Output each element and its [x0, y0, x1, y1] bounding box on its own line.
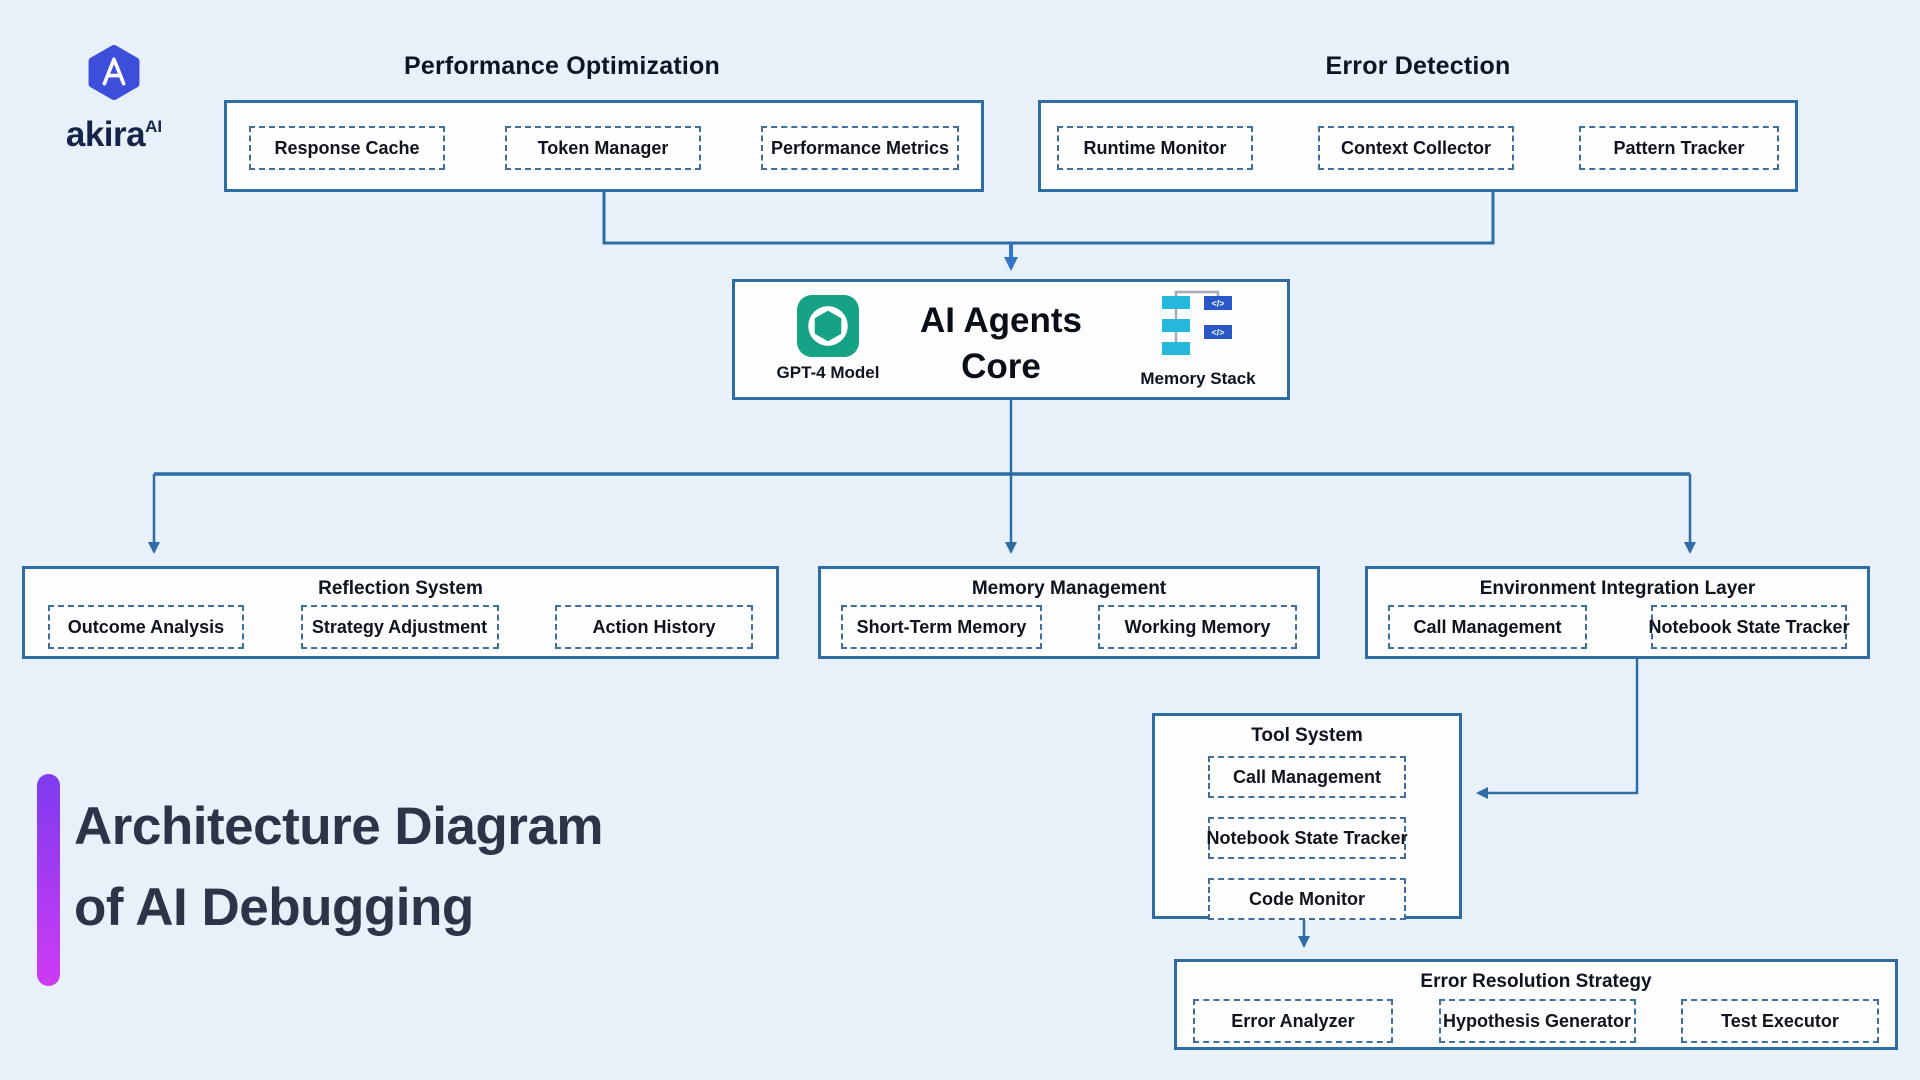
page-title-line1: Architecture Diagram [74, 797, 604, 856]
reflection-system-title: Reflection System [318, 578, 483, 599]
memory-management-title: Memory Management [971, 578, 1167, 599]
openai-knot-icon [797, 295, 859, 357]
environment-layer-title: Environment Integration Layer [1479, 578, 1756, 599]
page-title: Architecture Diagram of AI Debugging [74, 786, 604, 948]
tool-system-title: Tool System [1251, 725, 1363, 746]
headline-accent-bar [37, 774, 60, 986]
node-short-term-memory: Short-Term Memory [841, 605, 1042, 649]
node-call-management-env: Call Management [1388, 605, 1587, 649]
gpt-model-label: GPT-4 Model [776, 363, 880, 382]
heading-error-detection: Error Detection [1325, 52, 1511, 80]
group-reflection-system: Reflection System Outcome Analysis Strat… [22, 566, 779, 659]
heading-performance-optimization: Performance Optimization [404, 52, 720, 80]
node-response-cache: Response Cache [249, 126, 445, 170]
gpt-model-block: GPT-4 Model [763, 295, 893, 383]
group-error-resolution-strategy: Error Resolution Strategy Error Analyzer… [1174, 959, 1898, 1050]
node-token-manager: Token Manager [505, 126, 701, 170]
error-resolution-title: Error Resolution Strategy [1420, 971, 1652, 992]
node-strategy-adjustment: Strategy Adjustment [300, 605, 499, 649]
code-glyph-top: </> [1211, 299, 1224, 309]
node-call-management-tool: Call Management [1208, 756, 1406, 798]
node-runtime-monitor: Runtime Monitor [1057, 126, 1253, 170]
node-notebook-state-tracker-env: Notebook State Tracker [1648, 605, 1850, 649]
brand-logo: akiraAI [44, 44, 184, 152]
memory-stack-icon: </> </> [1162, 290, 1232, 355]
node-outcome-analysis: Outcome Analysis [48, 605, 244, 649]
node-code-monitor: Code Monitor [1208, 878, 1406, 920]
node-notebook-state-tracker-tool: Notebook State Tracker [1206, 817, 1408, 859]
brand-wordmark: akiraAI [44, 110, 184, 152]
node-pattern-tracker: Pattern Tracker [1579, 126, 1779, 170]
brand-name: akira [65, 115, 146, 154]
node-working-memory: Working Memory [1098, 605, 1297, 649]
ai-agents-core-title: AI Agents Core [895, 298, 1107, 390]
group-ai-agents-core: GPT-4 Model AI Agents Core </> </> Memor… [732, 279, 1290, 400]
memory-stack-block: </> </> Memory Stack [1123, 288, 1273, 389]
code-glyph-bottom: </> [1211, 328, 1224, 338]
brand-superscript: AI [145, 117, 163, 136]
node-error-analyzer: Error Analyzer [1193, 999, 1393, 1043]
memory-stack-label: Memory Stack [1140, 369, 1256, 388]
node-action-history: Action History [555, 605, 753, 649]
ai-core-title-line2: Core [961, 347, 1041, 386]
node-test-executor: Test Executor [1681, 999, 1879, 1043]
group-memory-management: Memory Management Short-Term Memory Work… [818, 566, 1320, 659]
node-hypothesis-generator: Hypothesis Generator [1438, 999, 1636, 1043]
group-tool-system: Tool System Call Management Notebook Sta… [1152, 713, 1462, 920]
node-performance-metrics: Performance Metrics [761, 126, 959, 170]
group-environment-integration-layer: Environment Integration Layer Call Manag… [1365, 566, 1870, 659]
group-error-detection: Runtime Monitor Context Collector Patter… [1038, 100, 1798, 192]
ai-core-title-line1: AI Agents [919, 301, 1083, 340]
hexagon-a-icon [88, 45, 140, 100]
group-performance-optimization: Response Cache Token Manager Performance… [224, 100, 984, 192]
node-context-collector: Context Collector [1318, 126, 1514, 170]
page-title-line2: of AI Debugging [74, 878, 474, 937]
